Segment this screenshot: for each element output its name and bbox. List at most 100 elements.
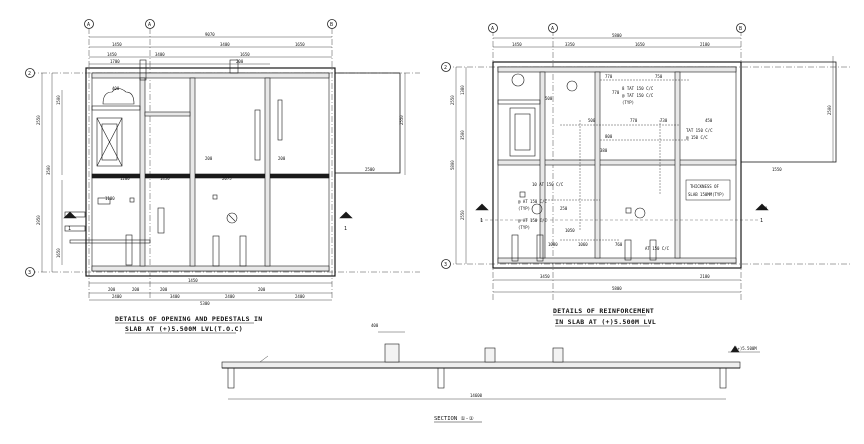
dim-label: 200 — [205, 156, 213, 161]
right-plan-title-line1: DETAILS OF REINFORCEMENT — [553, 307, 654, 315]
dim-label: 250 — [560, 206, 568, 211]
dim-label: 1650 — [240, 52, 250, 57]
grid-label: 2 — [444, 65, 447, 71]
dim-label: 730 — [660, 118, 668, 123]
dim-label: 200 — [132, 287, 140, 292]
dim-label: 2550 — [460, 210, 465, 220]
grid-label: 3 — [28, 270, 31, 276]
rebar-note: (TYP) — [518, 225, 530, 230]
dim-label: 3350 — [565, 42, 575, 47]
grid-label: A — [87, 22, 90, 28]
dim-label: 1500 — [56, 95, 61, 105]
dim-label: 1550 — [772, 167, 782, 172]
dim-label: 2500 — [365, 167, 375, 172]
grid-label: B — [739, 26, 742, 32]
dim-label: 2180 — [700, 274, 710, 279]
dim-label: 400 — [112, 86, 120, 91]
dim-label: 1450 — [112, 42, 122, 47]
dim-label: 2400 — [225, 294, 235, 299]
dim-label: 1060 — [578, 242, 588, 247]
dim-label: 1650 — [295, 42, 305, 47]
dim-label: 500 — [760, 206, 768, 211]
dim-label: 1700 — [110, 59, 120, 64]
rebar-note: (TYP) — [518, 206, 530, 211]
dim-label: 2950 — [36, 215, 41, 225]
dim-label: 2550 — [399, 115, 404, 125]
dim-label: 1450 — [107, 52, 117, 57]
dim-label: 500 — [588, 118, 596, 123]
dim-label: 760 — [615, 242, 623, 247]
section-mark-label: 1 — [480, 218, 483, 224]
left-plan-texts: A A B 2 3 9070 1450 3400 1650 1450 3400 … — [28, 22, 404, 334]
dim-label: 1380 — [460, 85, 465, 95]
right-plan-grid-bubbles — [441, 23, 746, 269]
dim-label: 1450 — [512, 42, 522, 47]
dim-label: 750 — [655, 74, 663, 79]
dim-label: 2550 — [450, 95, 455, 105]
section-bottom-dim: 14600 — [470, 393, 483, 398]
dim-label: 2075 — [222, 176, 232, 181]
section-texts: 400 (+)5.500M 14600 SECTION ①-① — [371, 323, 757, 423]
slab-thickness-note: SLAB 150MM(TYP) — [688, 192, 724, 197]
rebar-note: 10 AT 150 C/C — [532, 182, 564, 187]
grid-label: A — [551, 26, 554, 32]
dim-label: 500 — [545, 96, 553, 101]
section-mark-label: 1 — [760, 218, 763, 224]
rebar-note: @ TAT 150 C/C — [622, 93, 654, 98]
dim-label: 2400 — [295, 294, 305, 299]
grid-label: B — [330, 22, 333, 28]
section-view — [221, 331, 760, 400]
dim-label: 200 — [108, 287, 116, 292]
dim-label: 2550 — [36, 115, 41, 125]
dim-label: 3400 — [170, 294, 180, 299]
rebar-note: @ AT 150 C/C — [518, 218, 547, 223]
dim-label: 1650 — [635, 42, 645, 47]
dim-label: 1080 — [548, 242, 558, 247]
dim-label: 2180 — [700, 42, 710, 47]
dim-label: 380 — [600, 148, 608, 153]
dim-label: 5800 — [450, 160, 455, 170]
dim-label: 3500 — [460, 130, 465, 140]
dim-label: 770 — [605, 74, 613, 79]
rebar-note: 8 TAT 150 C/C — [622, 86, 654, 91]
dim-label: 450 — [705, 118, 713, 123]
dim-label: 5300 — [200, 301, 210, 306]
dim-label: 5800 — [612, 33, 622, 38]
section-top-dim: 400 — [371, 323, 379, 328]
rebar-note: AT 150 C/C — [645, 246, 670, 251]
right-plan — [445, 30, 850, 300]
dim-label: 1450 — [188, 278, 198, 283]
section-mark-label: 1 — [344, 226, 347, 232]
dim-label: 800 — [605, 134, 613, 139]
left-plan — [30, 28, 420, 301]
dim-label: 1450 — [160, 176, 170, 181]
rebar-note: TAT 150 C/C — [686, 128, 713, 133]
dim-label: 1650 — [56, 248, 61, 258]
section-title: SECTION ①-① — [434, 415, 474, 422]
dim-label: 200 — [160, 287, 168, 292]
rebar-note: @ AT 150 C/C — [518, 199, 547, 204]
right-plan-title-line2: IN SLAB AT (+)5.500M LVL — [555, 318, 656, 326]
dim-label: 3500 — [46, 165, 51, 175]
grid-label: 2 — [28, 71, 31, 77]
grid-label: 3 — [444, 262, 447, 268]
dim-label: 770 — [612, 90, 620, 95]
section-level-label: (+)5.500M — [735, 346, 757, 351]
dim-label: 200 — [258, 287, 266, 292]
rebar-note: @ 150 C/C — [686, 135, 708, 140]
dim-label: 5800 — [612, 286, 622, 291]
left-plan-grid-bubbles — [25, 19, 337, 277]
dim-label: 1100 — [105, 196, 115, 201]
grid-label: A — [491, 26, 494, 32]
dim-label: 200 — [236, 59, 244, 64]
left-plan-title-line1: DETAILS OF OPENING AND PEDESTALS IN — [115, 315, 262, 323]
dim-label: 200 — [278, 156, 286, 161]
dim-label: 3450 — [540, 274, 550, 279]
dim-label: 9070 — [205, 32, 215, 37]
dim-label: 3400 — [220, 42, 230, 47]
grid-label: A — [148, 22, 151, 28]
dim-label: 1200 — [120, 176, 130, 181]
left-plan-title-line2: SLAB AT (+)5.500M LVL(T.O.C) — [125, 325, 243, 333]
rebar-note: (TYP) — [622, 100, 634, 105]
